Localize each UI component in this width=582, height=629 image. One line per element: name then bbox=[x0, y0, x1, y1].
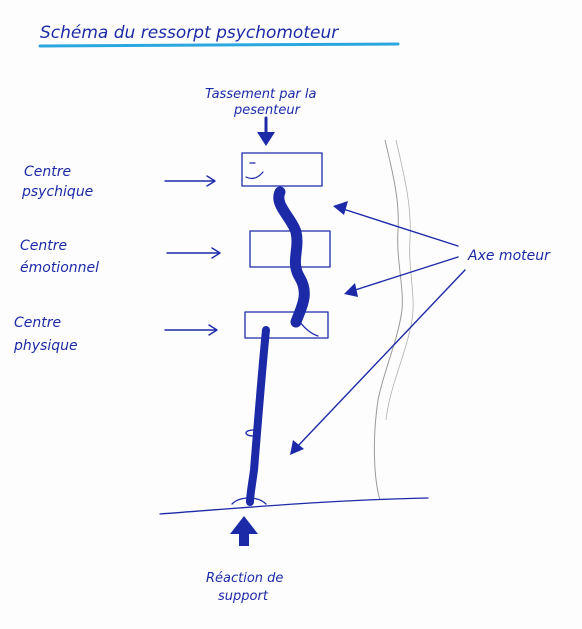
physical-label-line1: Centre bbox=[14, 315, 61, 331]
lower-leg-axis bbox=[250, 330, 266, 502]
gravity-label-line1: Tassement par la bbox=[205, 87, 317, 102]
ground-line bbox=[160, 498, 428, 514]
gravity-arrow-icon bbox=[257, 118, 275, 146]
title-underline bbox=[40, 44, 398, 46]
emotional-label-line2: émotionnel bbox=[20, 260, 99, 276]
upper-spring-axis bbox=[279, 192, 305, 322]
physical-arrow-icon bbox=[165, 325, 217, 335]
emotional-label-line1: Centre bbox=[20, 238, 67, 254]
physical-centre-box bbox=[245, 312, 328, 338]
motor-axis-label: Axe moteur bbox=[467, 248, 551, 264]
support-label-line2: support bbox=[218, 589, 269, 604]
gravity-label-line2: pesenteur bbox=[233, 103, 302, 118]
psychic-label-line1: Centre bbox=[24, 164, 71, 180]
diagram-title: Schéma du ressorpt psychomoteur bbox=[40, 23, 339, 43]
motor-axis-arrow-lower-icon bbox=[290, 270, 465, 455]
psychic-label-line2: psychique bbox=[21, 184, 93, 200]
emotional-arrow-icon bbox=[167, 248, 220, 258]
motor-axis-arrow-upper-icon bbox=[333, 201, 458, 246]
face-doodle-icon bbox=[246, 163, 263, 178]
support-label-line1: Réaction de bbox=[206, 571, 283, 586]
psychic-arrow-icon bbox=[165, 176, 215, 186]
body-silhouette-sketch bbox=[374, 140, 413, 500]
support-arrow-icon bbox=[230, 516, 258, 546]
psychic-centre-box bbox=[242, 153, 322, 186]
spring-tip-curl bbox=[300, 322, 318, 336]
physical-label-line2: physique bbox=[13, 338, 78, 354]
